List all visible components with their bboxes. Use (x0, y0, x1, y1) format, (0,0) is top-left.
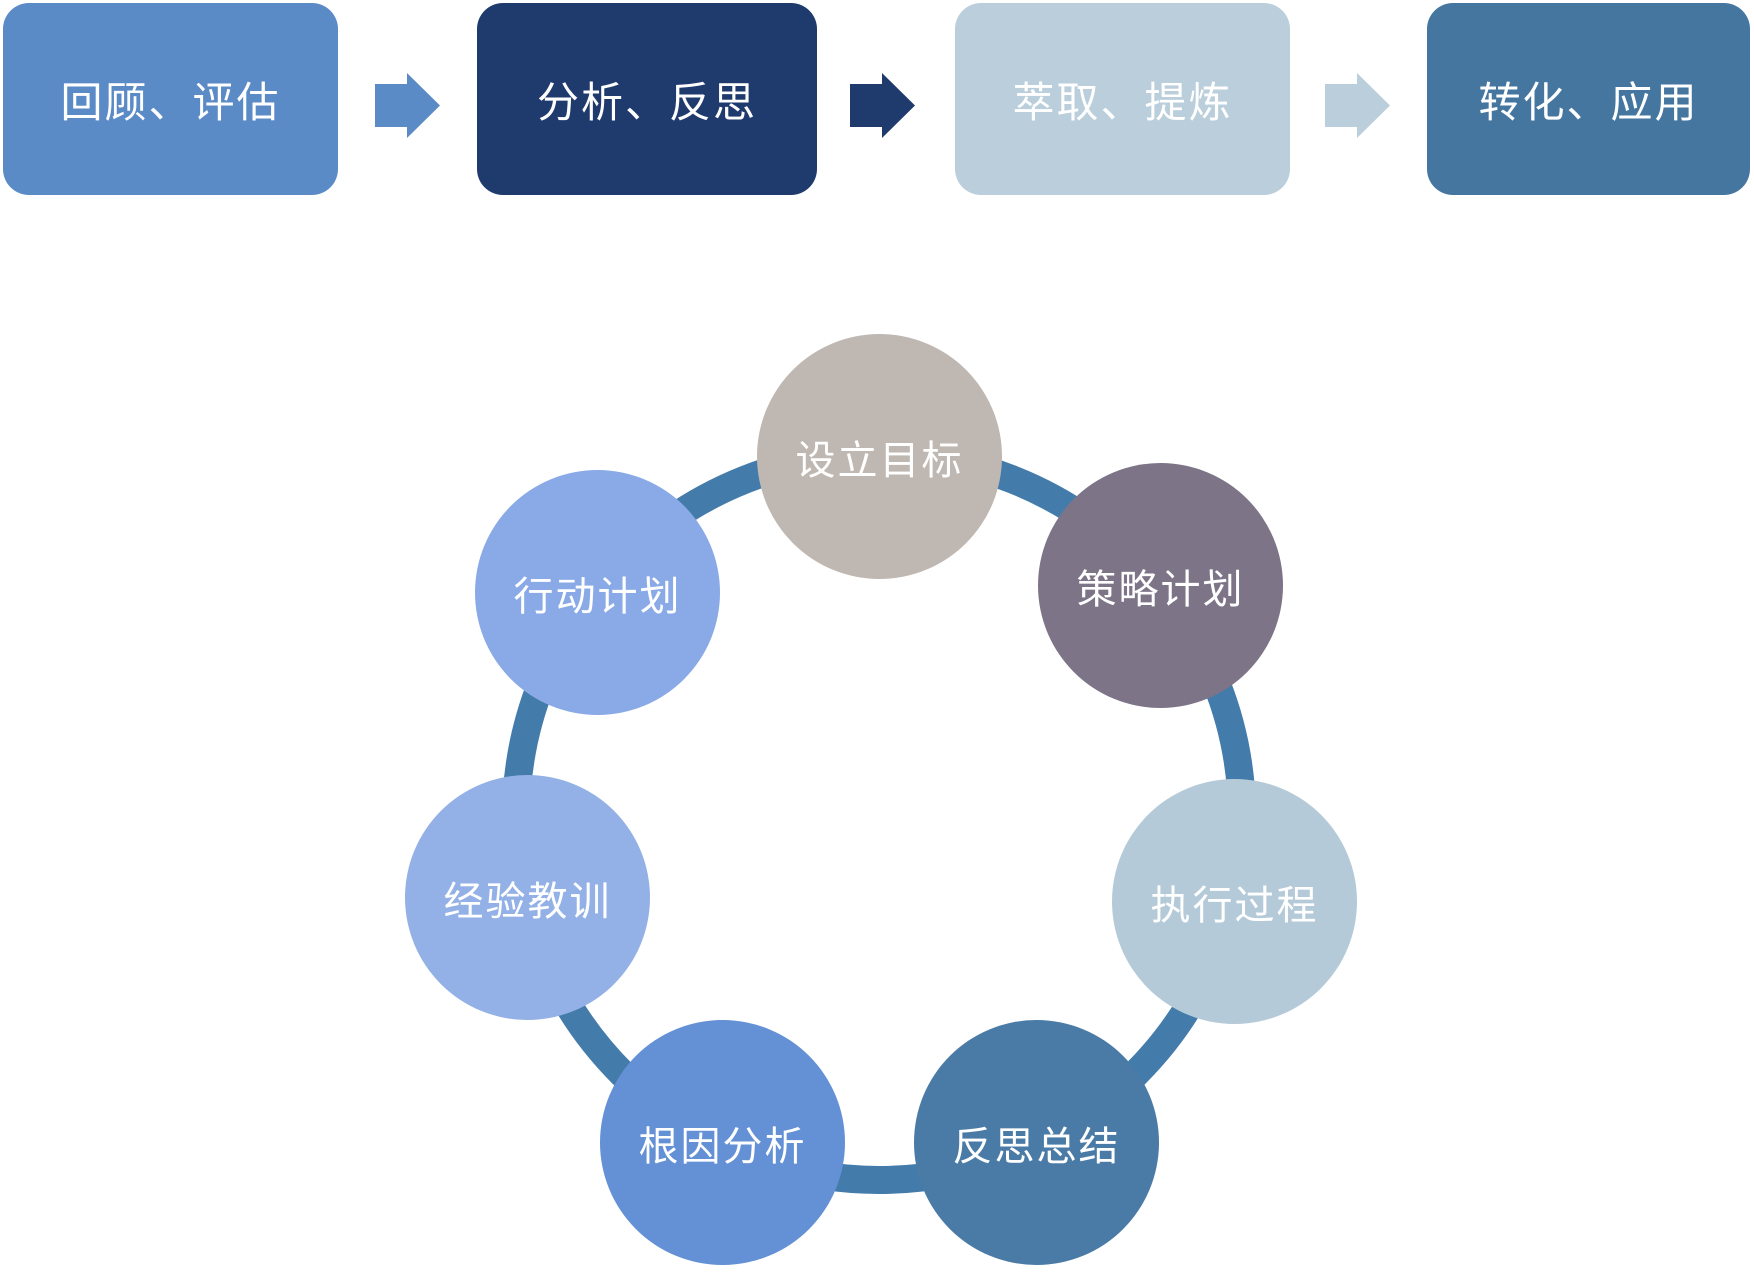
cycle-node-label: 执行过程 (1150, 883, 1319, 928)
cycle-node-label: 根因分析 (638, 1124, 807, 1169)
flow-step-transform-apply: 转化、应用 (1427, 3, 1750, 195)
cycle-node-root-cause-analysis: 根因分析 (600, 1020, 845, 1265)
flow-step-label: 转化、应用 (1478, 78, 1699, 126)
flow-step-review-evaluate: 回顾、评估 (3, 3, 338, 195)
cycle-node-label: 经验教训 (443, 879, 612, 924)
cycle-node-lessons-learned: 经验教训 (405, 775, 650, 1020)
cycle-node-execution-process: 执行过程 (1112, 779, 1357, 1024)
flow-step-label: 回顾、评估 (60, 78, 281, 126)
flow-step-label: 萃取、提炼 (1012, 78, 1233, 126)
cycle-node-label: 反思总结 (952, 1124, 1121, 1169)
cycle-node-label: 设立目标 (795, 438, 964, 483)
cycle-node-strategy-plan: 策略计划 (1038, 463, 1283, 708)
right-arrow-icon (850, 73, 915, 138)
cycle-node-set-goals: 设立目标 (757, 334, 1002, 579)
flow-step-extract-refine: 萃取、提炼 (955, 3, 1290, 195)
flow-step-label: 分析、反思 (536, 78, 757, 126)
flow-step-analyze-reflect: 分析、反思 (477, 3, 817, 195)
cycle-node-label: 行动计划 (513, 574, 682, 619)
cycle-node-label: 策略计划 (1076, 567, 1245, 612)
cycle-node-reflection-summary: 反思总结 (914, 1020, 1159, 1265)
right-arrow-icon (1325, 73, 1390, 138)
cycle-node-action-plan: 行动计划 (475, 470, 720, 715)
right-arrow-icon (375, 73, 440, 138)
